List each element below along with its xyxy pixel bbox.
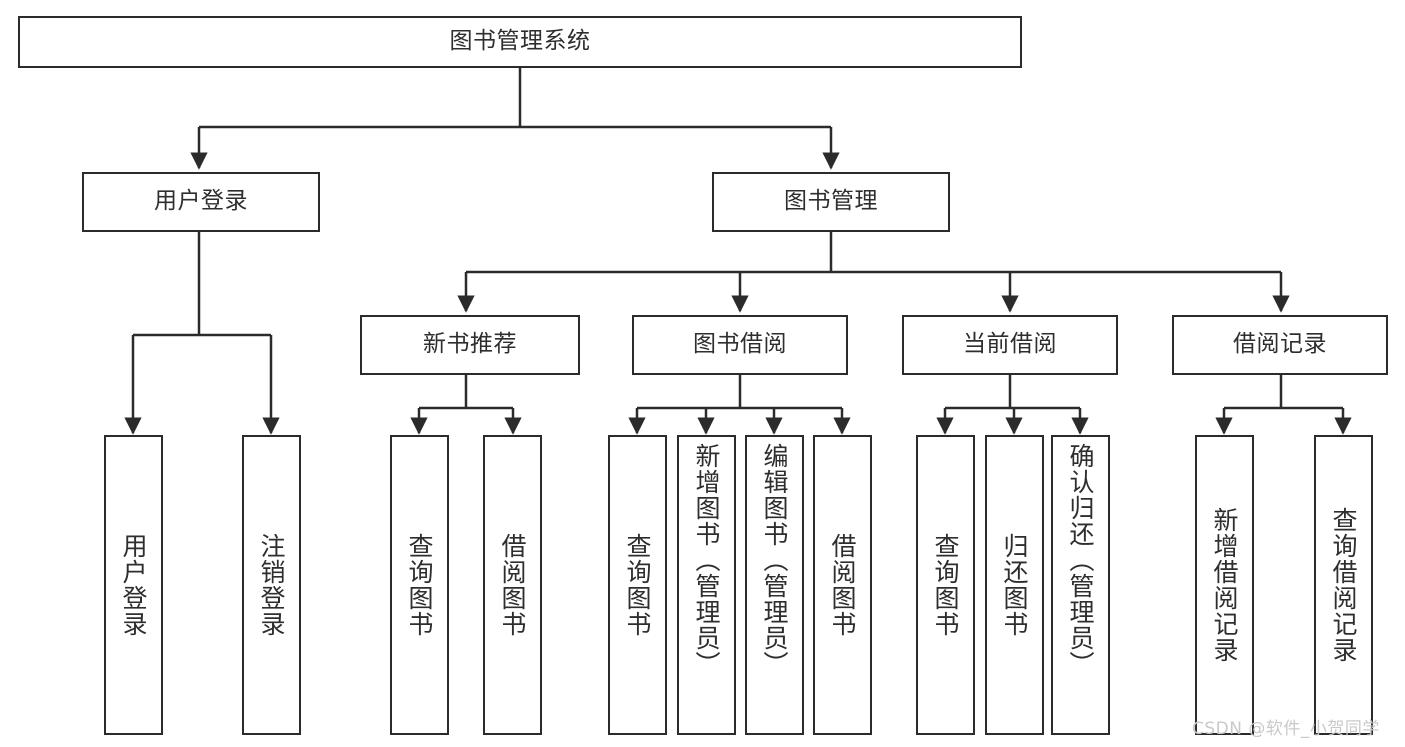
node-leaf-confirm-return-label: 确认归还（管理员） [1066, 443, 1095, 677]
node-leaf-query-record[interactable]: 查询借阅记录 [1314, 435, 1373, 735]
node-leaf-borrow-book-2-label: 借阅图书 [828, 533, 857, 637]
node-book-manage-label: 图书管理 [784, 188, 878, 215]
node-new-book-recommend[interactable]: 新书推荐 [360, 315, 580, 375]
node-leaf-user-logout[interactable]: 注销登录 [242, 435, 301, 735]
node-leaf-query-record-label: 查询借阅记录 [1329, 507, 1358, 663]
node-book-manage[interactable]: 图书管理 [712, 172, 950, 232]
node-leaf-return-book[interactable]: 归还图书 [985, 435, 1044, 735]
node-leaf-return-book-label: 归还图书 [1000, 533, 1029, 637]
node-leaf-add-record[interactable]: 新增借阅记录 [1195, 435, 1254, 735]
node-leaf-query-book-1-label: 查询图书 [405, 533, 434, 637]
node-leaf-borrow-book-1[interactable]: 借阅图书 [483, 435, 542, 735]
node-current-borrow[interactable]: 当前借阅 [902, 315, 1118, 375]
node-user-login[interactable]: 用户登录 [82, 172, 320, 232]
node-leaf-confirm-return[interactable]: 确认归还（管理员） [1051, 435, 1110, 735]
node-leaf-add-record-label: 新增借阅记录 [1210, 507, 1239, 663]
node-new-book-recommend-label: 新书推荐 [423, 331, 517, 358]
node-current-borrow-label: 当前借阅 [963, 331, 1057, 358]
node-book-borrow-label: 图书借阅 [693, 331, 787, 358]
node-leaf-edit-book[interactable]: 编辑图书（管理员） [745, 435, 804, 735]
node-root-label: 图书管理系统 [449, 28, 591, 55]
node-leaf-user-login[interactable]: 用户登录 [104, 435, 163, 735]
node-leaf-borrow-book-2[interactable]: 借阅图书 [813, 435, 872, 735]
node-leaf-user-logout-label: 注销登录 [257, 533, 286, 637]
node-leaf-query-book-2-label: 查询图书 [623, 533, 652, 637]
node-leaf-query-book-3-label: 查询图书 [931, 533, 960, 637]
node-leaf-user-login-label: 用户登录 [119, 533, 148, 637]
node-leaf-edit-book-label: 编辑图书（管理员） [760, 443, 789, 677]
node-leaf-add-book[interactable]: 新增图书（管理员） [677, 435, 736, 735]
node-book-borrow[interactable]: 图书借阅 [632, 315, 848, 375]
node-leaf-add-book-label: 新增图书（管理员） [692, 443, 721, 677]
node-root[interactable]: 图书管理系统 [18, 16, 1022, 68]
node-borrow-record[interactable]: 借阅记录 [1172, 315, 1388, 375]
node-leaf-borrow-book-1-label: 借阅图书 [498, 533, 527, 637]
node-leaf-query-book-3[interactable]: 查询图书 [916, 435, 975, 735]
node-leaf-query-book-2[interactable]: 查询图书 [608, 435, 667, 735]
node-leaf-query-book-1[interactable]: 查询图书 [390, 435, 449, 735]
node-user-login-label: 用户登录 [154, 188, 248, 215]
watermark-text: CSDN @软件_小贺同学 [1192, 719, 1380, 739]
node-borrow-record-label: 借阅记录 [1233, 331, 1327, 358]
